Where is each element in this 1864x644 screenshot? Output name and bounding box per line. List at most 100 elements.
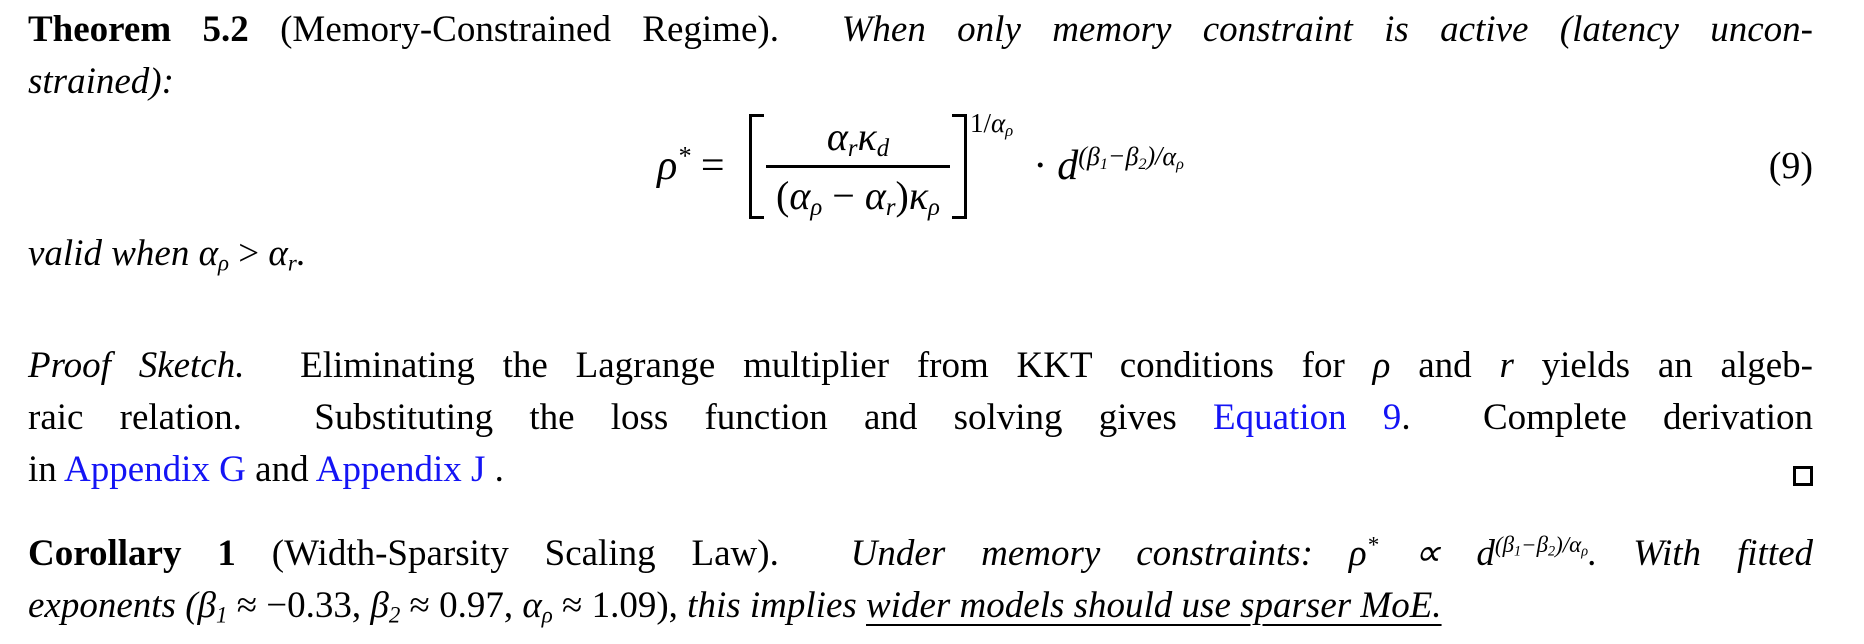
equation-9: ρ* = αrκd (αρ − αr)κρ 1/αρ · d(β1−β2)/αρ: [657, 108, 1184, 221]
qed-box: [1793, 466, 1813, 486]
text-run: Proof Sketch.: [28, 345, 245, 386]
bracket-exponent: 1/αρ: [970, 108, 1013, 139]
supscript: (β1−β2)/αρ: [1078, 141, 1184, 173]
equation-rhs: d(β1−β2)/αρ: [1057, 142, 1184, 190]
text-run: wider models should use sparser MoE.: [866, 585, 1442, 626]
text-run: ρ: [1176, 155, 1184, 173]
text-run: ρ: [541, 602, 553, 628]
text-run: When only memory constraint is active (l…: [841, 9, 1813, 50]
subscript: d: [877, 135, 889, 162]
text-run: )/: [1146, 141, 1163, 171]
proof-sketch: Proof Sketch. Eliminating the Lagrange m…: [28, 340, 1813, 496]
fraction-denominator: (αρ − αr)κρ: [766, 164, 950, 221]
text-run: β1: [1502, 532, 1522, 560]
text-run: . Complete derivation: [1401, 397, 1813, 438]
text-run: *: [677, 141, 691, 171]
text-run: 2: [1138, 155, 1147, 173]
supscript: *: [677, 142, 690, 171]
subscript: ρ: [218, 251, 229, 276]
subscript: r: [288, 251, 297, 276]
text-run: valid when: [28, 233, 199, 274]
theorem-5-2: Theorem 5.2 (Memory-Constrained Regime).…: [28, 4, 1813, 108]
text-run: r: [885, 193, 896, 221]
text-run: αr: [268, 233, 297, 276]
text-run: Theorem 5.2: [28, 9, 249, 50]
text-run: and: [245, 449, 316, 490]
text-run: ≈ 0.97,: [400, 585, 523, 626]
proof-line-2: raic relation. Substituting the loss fun…: [28, 392, 1813, 444]
subscript: 1: [1514, 544, 1521, 560]
text-run: .: [1588, 533, 1634, 574]
text-run: (: [1078, 141, 1087, 171]
theorem-line-1: Theorem 5.2 (Memory-Constrained Regime).…: [28, 4, 1813, 56]
text-run: .: [485, 449, 504, 490]
validity-condition: valid when αρ > αr.: [28, 228, 1813, 280]
corollary-line-1: Corollary 1 (Width-Sparsity Scaling Law)…: [28, 528, 1813, 580]
subscript: ρ: [1176, 156, 1184, 173]
text-run: β1: [1086, 141, 1108, 173]
proof-line-1: Proof Sketch. Eliminating the Lagrange m…: [28, 340, 1813, 392]
text-run: yields an algeb-: [1513, 345, 1813, 386]
text-run: r: [287, 250, 297, 276]
text-run: αρ: [1162, 141, 1184, 173]
cdot-operator: ·: [1033, 142, 1048, 189]
text-run: 2: [388, 602, 401, 628]
text-run: (: [1494, 532, 1503, 558]
equation-lhs: ρ* =: [657, 142, 735, 190]
subscript: r: [848, 135, 858, 162]
corollary-line-2: exponents (β1 ≈ −0.33, β2 ≈ 0.97, αρ ≈ 1…: [28, 580, 1813, 632]
text-run: ): [895, 172, 909, 218]
text-run: d(β1−β2)/αρ: [1476, 532, 1589, 574]
subscript: 1: [1100, 156, 1108, 173]
text-run: −: [1521, 532, 1537, 558]
text-run: d(β1−β2)/αρ: [1057, 141, 1184, 189]
subscript: ρ: [542, 603, 553, 628]
text-run: 2: [1548, 543, 1556, 560]
text-run: αρ: [990, 107, 1014, 140]
proof-line-3: in Appendix G and Appendix J .: [28, 444, 1813, 496]
text-run: 1: [215, 602, 228, 628]
text-run: 1/: [969, 107, 991, 138]
text-run: Eliminating the Lagrange multiplier from…: [244, 345, 1373, 386]
supscript: (β1−β2)/αρ: [1494, 532, 1589, 560]
text-run: >: [229, 233, 269, 274]
text-run: this implies: [687, 585, 867, 626]
text-run: αρ: [522, 585, 553, 628]
text-run: αρ: [1569, 532, 1589, 560]
text-run: (Width-Sparsity Scaling Law).: [235, 533, 779, 574]
supscript: *: [1367, 532, 1378, 557]
text-run: (Memory-Constrained Regime).: [248, 9, 779, 50]
fraction-numerator: αrκd: [811, 114, 905, 165]
subscript: ρ: [928, 194, 940, 221]
subscript: r: [886, 194, 896, 221]
left-bracket: [749, 113, 765, 219]
appendix-g-link[interactable]: Appendix G: [64, 449, 246, 490]
text-run: r: [1499, 345, 1514, 386]
text-run: exponents (: [28, 585, 198, 626]
subscript: ρ: [810, 194, 822, 221]
text-run: β2: [370, 585, 401, 628]
equation-block: ρ* = αrκd (αρ − αr)κρ 1/αρ · d(β1−β2)/αρ…: [28, 108, 1813, 222]
appendix-j-link[interactable]: Appendix J: [315, 449, 486, 490]
theorem-line-2: strained):: [28, 56, 1813, 108]
text-run: ρ*: [657, 141, 691, 189]
text-run: −: [1107, 141, 1126, 171]
text-run: 1: [1099, 155, 1108, 173]
text-run: β2: [1125, 141, 1147, 173]
text-run: ρ: [1581, 543, 1589, 560]
subscript: ρ: [1005, 121, 1013, 140]
text-run: in: [28, 449, 64, 490]
text-run: αr: [864, 172, 896, 221]
text-run: αρ: [198, 233, 230, 276]
text-run: Corollary 1: [28, 533, 236, 574]
subscript: ρ: [1581, 544, 1588, 560]
text-run: [779, 533, 851, 574]
text-run: Under memory constraints:: [850, 533, 1349, 574]
text-run: αρ: [789, 172, 823, 221]
equation-9-link[interactable]: Equation 9: [1213, 397, 1402, 438]
text-run: [779, 9, 842, 50]
text-run: =: [690, 142, 736, 189]
text-run: d: [876, 134, 890, 162]
text-run: ≈ −0.33,: [227, 585, 371, 626]
